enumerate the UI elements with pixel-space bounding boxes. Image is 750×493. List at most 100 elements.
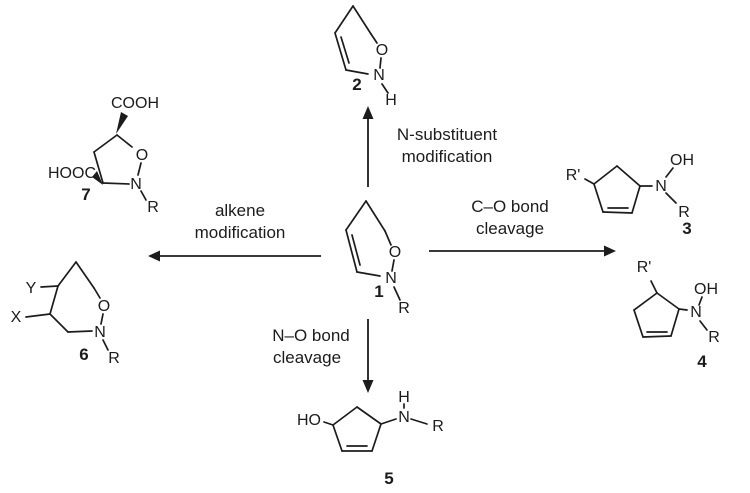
bond <box>699 320 708 331</box>
bond <box>633 309 644 338</box>
compound-number-4: 4 <box>697 352 707 371</box>
bond <box>102 182 130 185</box>
bond <box>345 200 367 231</box>
compound-number-2: 2 <box>352 75 361 94</box>
arrow-up: N-substituent modification <box>362 106 497 187</box>
bond <box>631 185 641 214</box>
arrow-down-head <box>362 380 374 393</box>
label-down-line2: cleavage <box>273 348 341 367</box>
compound-number-6: 6 <box>79 345 88 364</box>
atom-label-n: N <box>398 409 410 426</box>
bond <box>370 33 378 44</box>
bond <box>93 287 101 299</box>
bond <box>352 5 372 35</box>
label-down-line1: N–O bond <box>272 326 350 345</box>
atom-label-o: O <box>389 244 401 261</box>
bond <box>137 162 142 176</box>
bond <box>116 134 133 148</box>
bond <box>75 261 95 289</box>
wedge-bond-hooc <box>92 171 103 185</box>
bond <box>665 192 677 204</box>
bond <box>93 134 118 153</box>
bond <box>334 32 347 71</box>
atom-label-n: N <box>130 176 142 193</box>
bond <box>379 57 382 69</box>
compound-4: R' N OH R 4 <box>633 259 720 371</box>
bond <box>323 421 334 426</box>
atom-label-ho: HO <box>297 412 321 429</box>
arrow-down: N–O bond cleavage <box>272 319 374 393</box>
bond <box>365 200 386 232</box>
bond <box>380 418 397 425</box>
compound-7: COOH HOOC O N R 7 <box>48 95 159 216</box>
label-up-line1: N-substituent <box>397 125 497 144</box>
bond <box>334 5 354 34</box>
atom-label-r: R <box>678 204 690 221</box>
bond <box>670 308 680 337</box>
compound-6: Y X O N R 6 <box>11 261 120 367</box>
atom-label-n: N <box>94 324 106 341</box>
bond <box>332 406 358 426</box>
label-left-line2: modification <box>195 223 286 242</box>
atom-label-cooh: COOH <box>111 95 159 112</box>
bond <box>345 229 358 273</box>
compound-number-1: 1 <box>374 282 383 301</box>
label-right-line2: cleavage <box>476 219 544 238</box>
double-bond-inner <box>351 234 361 266</box>
arrow-left: alkene modification <box>148 201 321 262</box>
bond <box>100 313 104 325</box>
atom-label-o: O <box>98 298 110 315</box>
compound-5: HO H N R 5 <box>297 389 444 488</box>
bond <box>102 339 109 351</box>
bond <box>391 259 395 272</box>
atom-label-hooc: HOOC <box>48 165 96 182</box>
atom-label-n: N <box>373 67 385 84</box>
atom-label-n: N <box>385 270 397 287</box>
bond <box>665 167 674 178</box>
bond <box>40 285 59 288</box>
atom-label-r: R <box>708 329 720 346</box>
atom-label-o: O <box>376 42 388 59</box>
label-left-line1: alkene <box>215 201 265 220</box>
wedge-bond-cooh <box>116 112 128 134</box>
atom-label-r-prime: R' <box>637 259 652 276</box>
bond <box>356 406 382 425</box>
arrow-right-head <box>604 245 616 257</box>
bond <box>49 313 69 333</box>
bond <box>49 285 59 315</box>
atom-label-n: N <box>690 304 702 321</box>
bond <box>656 292 680 310</box>
compound-2: O N H 2 <box>334 5 397 109</box>
bond <box>345 69 369 75</box>
atom-label-h: H <box>385 92 397 109</box>
bond <box>332 424 343 452</box>
bond <box>698 296 703 306</box>
arrow-left-head <box>148 250 160 262</box>
compound-1: O N R 1 <box>345 200 410 317</box>
bond <box>93 151 104 184</box>
bond <box>384 230 392 246</box>
atom-label-x: X <box>11 309 22 326</box>
bond <box>371 423 382 452</box>
compound-number-3: 3 <box>682 219 691 238</box>
arrow-right: C–O bond cleavage <box>429 197 616 257</box>
atom-label-oh: OH <box>694 281 718 298</box>
bond <box>633 292 658 311</box>
atom-label-r: R <box>108 350 120 367</box>
atom-label-y: Y <box>26 280 37 297</box>
label-up-line2: modification <box>402 147 493 166</box>
atom-label-r-prime: R' <box>566 167 581 184</box>
bond <box>616 165 641 187</box>
compound-number-5: 5 <box>384 469 393 488</box>
atom-label-h: H <box>398 389 410 406</box>
bond <box>381 83 389 94</box>
bond <box>393 286 401 301</box>
atom-label-r: R <box>398 300 410 317</box>
double-bond-inner <box>340 36 350 64</box>
bond <box>602 211 633 214</box>
bond <box>140 190 147 201</box>
compound-number-7: 7 <box>81 185 90 204</box>
bond <box>593 183 604 213</box>
